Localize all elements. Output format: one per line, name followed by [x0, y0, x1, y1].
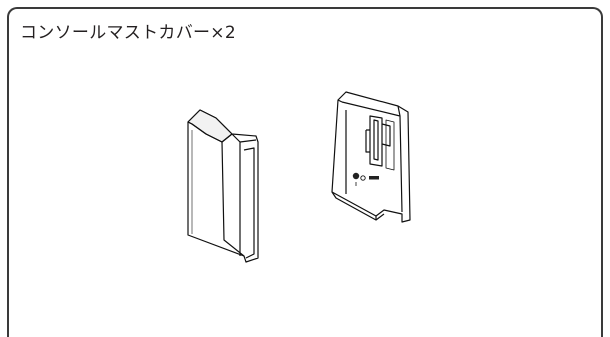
- parts-caption: コンソールマストカバー×2: [20, 23, 236, 43]
- mast-cover-back-icon: [331, 91, 411, 223]
- parts-illustration: [170, 90, 440, 280]
- console-mast-cover-drawing: [187, 91, 411, 263]
- mast-cover-front-icon: [187, 109, 259, 263]
- parts-panel: [7, 7, 603, 337]
